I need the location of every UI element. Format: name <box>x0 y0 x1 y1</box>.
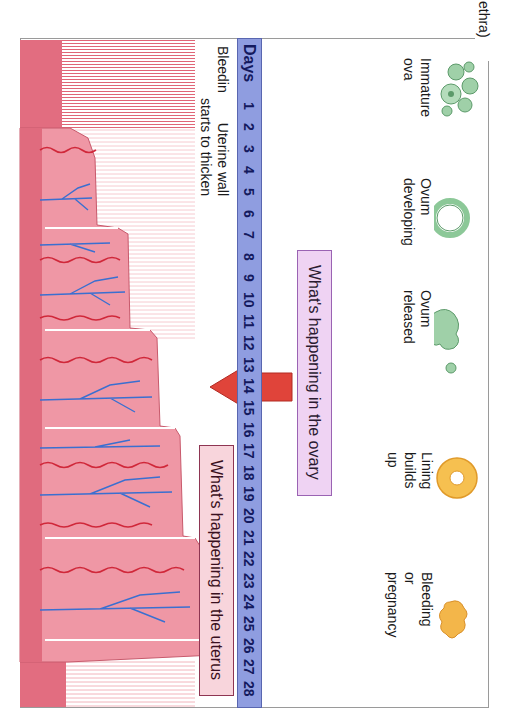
day-number: 18 <box>241 465 257 481</box>
box-heading: What's happening in the uterus <box>207 460 225 680</box>
day-number: 5 <box>241 188 257 196</box>
day-number: 20 <box>241 508 257 524</box>
ova-icon <box>464 62 474 72</box>
stage-label: Ovum developing <box>400 178 434 258</box>
day-number: 14 <box>241 378 257 394</box>
frame <box>21 39 489 708</box>
bleeding-icon <box>439 601 467 638</box>
blood-vessel <box>40 477 172 507</box>
lining-crack <box>45 427 175 429</box>
phase-label: Uterine wall starts to thicken <box>197 92 231 196</box>
blood-vessel <box>40 258 120 263</box>
day-number: 1 <box>241 102 257 110</box>
day-number: 6 <box>241 210 257 218</box>
lining-icon <box>437 458 477 498</box>
axis-title: Days <box>240 44 258 82</box>
frame <box>21 39 489 708</box>
day-number: 9 <box>241 274 257 282</box>
blood-vessel <box>40 381 152 412</box>
uterus-drawing <box>20 128 215 662</box>
blood-vessel <box>40 523 152 527</box>
day-number: 24 <box>241 594 257 610</box>
day-number: 7 <box>241 231 257 239</box>
uterus-drawing <box>20 40 62 128</box>
ova-icon <box>448 64 464 80</box>
lining-crack <box>45 639 213 641</box>
blood-vessel <box>40 440 160 448</box>
day-number: 11 <box>241 314 257 329</box>
ovary-heading-box: What's happening in the ovary <box>297 250 332 496</box>
day-number: 15 <box>241 400 257 416</box>
day-number: 22 <box>241 551 257 567</box>
ova-icon <box>441 84 461 104</box>
day-number: 3 <box>241 145 257 153</box>
lining-crack <box>45 537 195 539</box>
day-number: 19 <box>241 486 257 502</box>
blood-vessel <box>40 148 96 153</box>
lining-icon <box>450 471 464 485</box>
day-number: 8 <box>241 253 257 261</box>
day-number: 26 <box>241 638 257 654</box>
developing-ovum-icon <box>433 201 467 235</box>
developing-ovum-icon <box>437 205 463 231</box>
uterus-drawing <box>20 660 195 707</box>
lining-icon <box>437 458 477 498</box>
bleeding-icon <box>439 601 467 638</box>
uterus-drawing <box>20 128 42 662</box>
uterus-heading-box: What's happening in the uterus <box>199 445 234 696</box>
blood-vessel <box>40 148 184 573</box>
blood-vessel <box>40 316 120 320</box>
blood-vessel <box>40 568 184 573</box>
blood-vessel <box>40 592 190 622</box>
day-number: 21 <box>241 530 257 546</box>
day-number: 25 <box>241 616 257 632</box>
lining-crack <box>45 329 150 331</box>
blood-vessel <box>40 277 125 305</box>
day-number: 16 <box>241 422 257 438</box>
day-number: 27 <box>241 659 257 675</box>
blood-vessel <box>40 184 190 622</box>
day-number: 17 <box>241 443 257 459</box>
stage-label: Lining builds up <box>384 452 435 504</box>
day-number: 4 <box>241 166 257 174</box>
ova-icon <box>458 98 472 112</box>
box-heading: What's happening in the ovary <box>305 265 323 480</box>
blood-vessel <box>40 358 152 363</box>
day-number: 10 <box>241 292 257 308</box>
stage-label: Bleeding or pregnancy <box>384 572 435 640</box>
day-number: 13 <box>241 357 257 373</box>
day-number: 12 <box>241 335 257 351</box>
uterus-drawing <box>60 40 195 128</box>
blood-vessel <box>40 463 168 468</box>
released-ovum-icon <box>446 363 456 373</box>
day-number: 28 <box>241 681 257 697</box>
stage-label: Immature ova <box>400 58 434 130</box>
lining-crack <box>45 227 118 229</box>
day-band: Days123456789101112131415161718192021222… <box>237 38 262 708</box>
ova-icon <box>442 106 452 116</box>
blood-vessel <box>40 184 92 210</box>
ova-icon <box>448 91 454 97</box>
uterus-drawing <box>20 660 66 707</box>
ova-icon <box>462 78 478 94</box>
ova-icon <box>441 62 478 116</box>
day-number: 23 <box>241 573 257 589</box>
day-number: 2 <box>241 123 257 131</box>
cropped-text: ethra) <box>475 1 492 61</box>
lining-crack <box>45 228 213 640</box>
uterus-drawing <box>20 40 215 707</box>
blood-vessel <box>40 243 110 252</box>
stage-label: Ovum released <box>400 290 434 370</box>
developing-ovum-icon <box>433 201 467 235</box>
